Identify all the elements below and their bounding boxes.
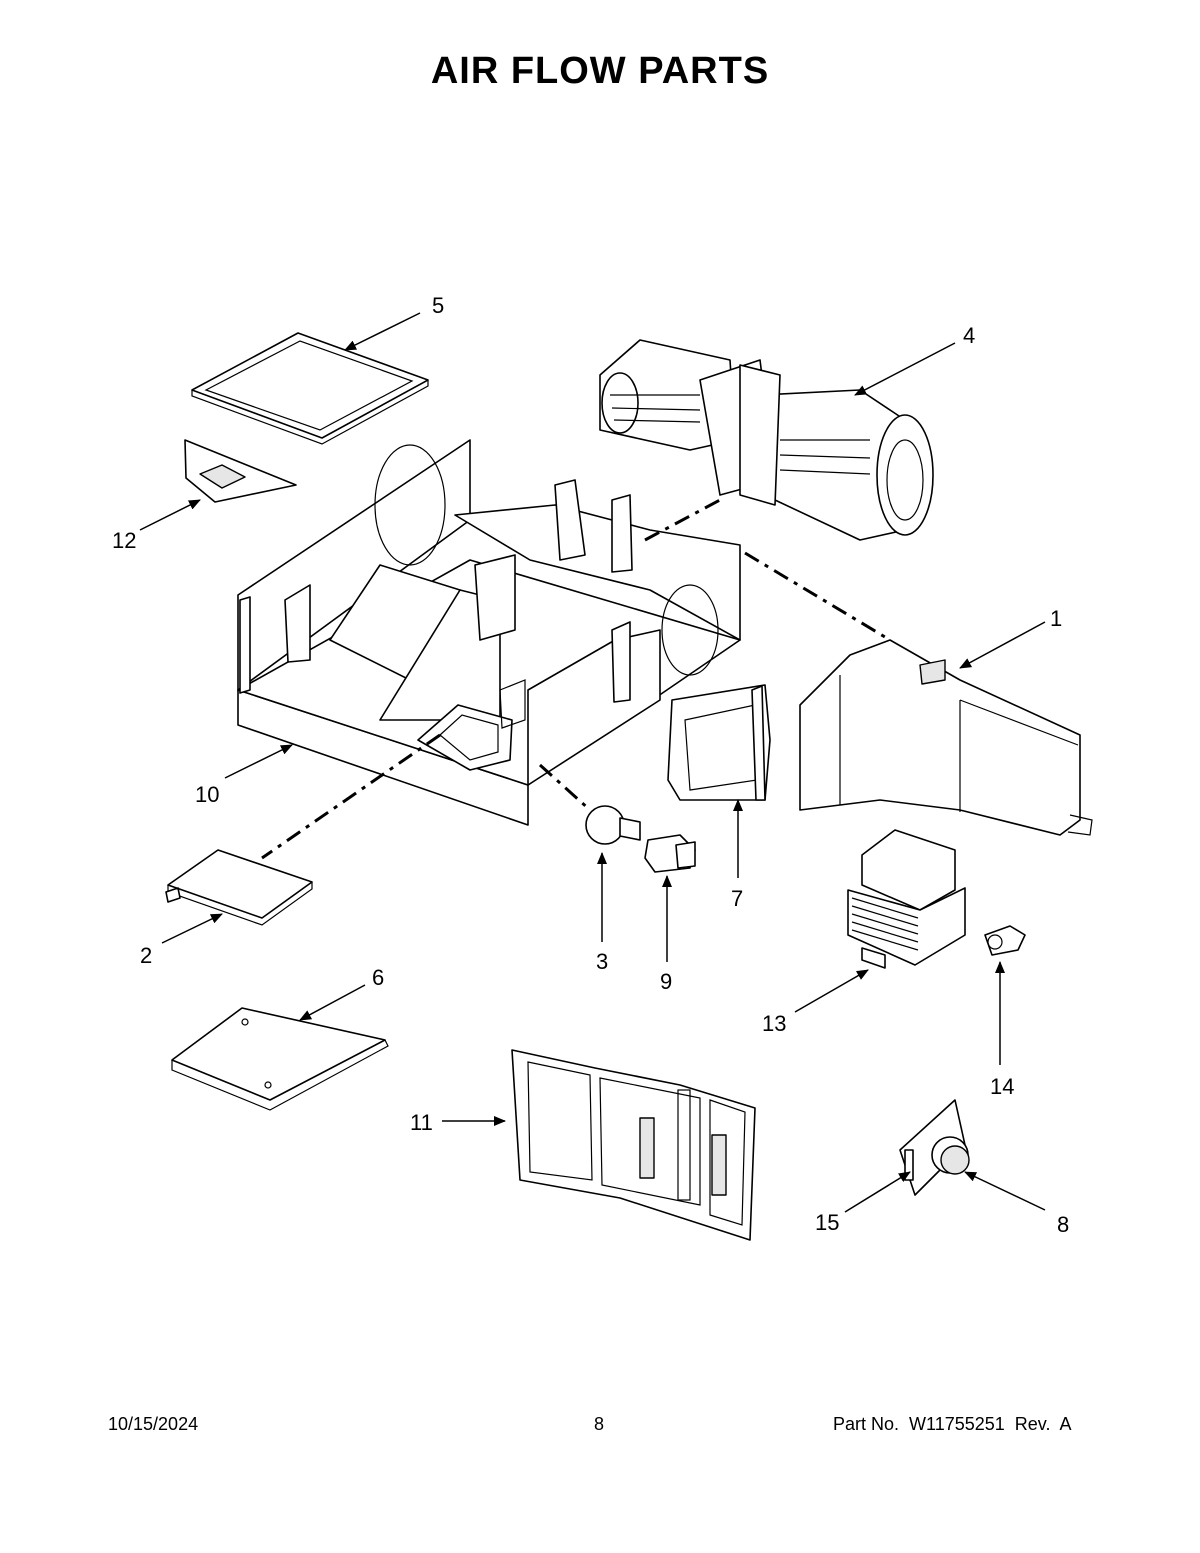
leader-13 xyxy=(794,969,869,1013)
part-10-base-housing xyxy=(237,439,741,826)
callout-1: 1 xyxy=(1050,606,1062,631)
callout-14: 14 xyxy=(990,1074,1014,1099)
align-line-duct xyxy=(744,551,886,639)
page-title: AIR FLOW PARTS xyxy=(430,50,770,92)
part-4-blower-motor xyxy=(599,339,934,541)
part-9-lamp-socket xyxy=(644,834,696,873)
callout-6: 6 xyxy=(372,965,384,990)
part-6-plate xyxy=(171,1007,389,1111)
part-14-thermostat xyxy=(984,925,1026,956)
align-line-cover xyxy=(261,733,441,860)
part-12-plate xyxy=(184,439,297,503)
footer-page-number: 8 xyxy=(594,1414,605,1434)
footer-part-number: Part No. W11755251 Rev. A xyxy=(833,1414,1072,1434)
part-13-transformer xyxy=(847,829,966,969)
callout-8: 8 xyxy=(1057,1212,1069,1237)
part-7-bracket xyxy=(667,684,771,801)
callout-5: 5 xyxy=(432,293,444,318)
footer-date: 10/15/2024 xyxy=(108,1414,199,1434)
part-2-cover-plate xyxy=(165,849,313,926)
callout-13: 13 xyxy=(762,1011,786,1036)
leader-5 xyxy=(344,312,421,351)
part-1-air-duct xyxy=(799,639,1093,836)
part-8-switch xyxy=(931,1136,970,1175)
callout-9: 9 xyxy=(660,969,672,994)
callout-3: 3 xyxy=(596,949,608,974)
leader-2 xyxy=(161,913,223,944)
callout-2: 2 xyxy=(140,943,152,968)
part-5-grease-filter xyxy=(191,332,429,445)
leader-15 xyxy=(844,1171,911,1213)
leader-12 xyxy=(139,499,201,531)
align-line-lamp xyxy=(538,763,592,812)
leader-8 xyxy=(964,1171,1046,1211)
leader-6 xyxy=(299,984,366,1021)
part-3-lamp-bulb xyxy=(585,805,641,845)
callout-10: 10 xyxy=(195,782,219,807)
leader-4 xyxy=(854,342,956,396)
callout-11: 11 xyxy=(410,1110,433,1135)
callout-12: 12 xyxy=(112,528,136,553)
callout-15: 15 xyxy=(815,1210,839,1235)
align-line-blower xyxy=(644,498,721,542)
callout-4: 4 xyxy=(963,323,975,348)
callout-7: 7 xyxy=(731,886,743,911)
leader-10 xyxy=(224,744,293,779)
part-11-panel xyxy=(511,1049,756,1241)
leader-1 xyxy=(959,621,1046,669)
